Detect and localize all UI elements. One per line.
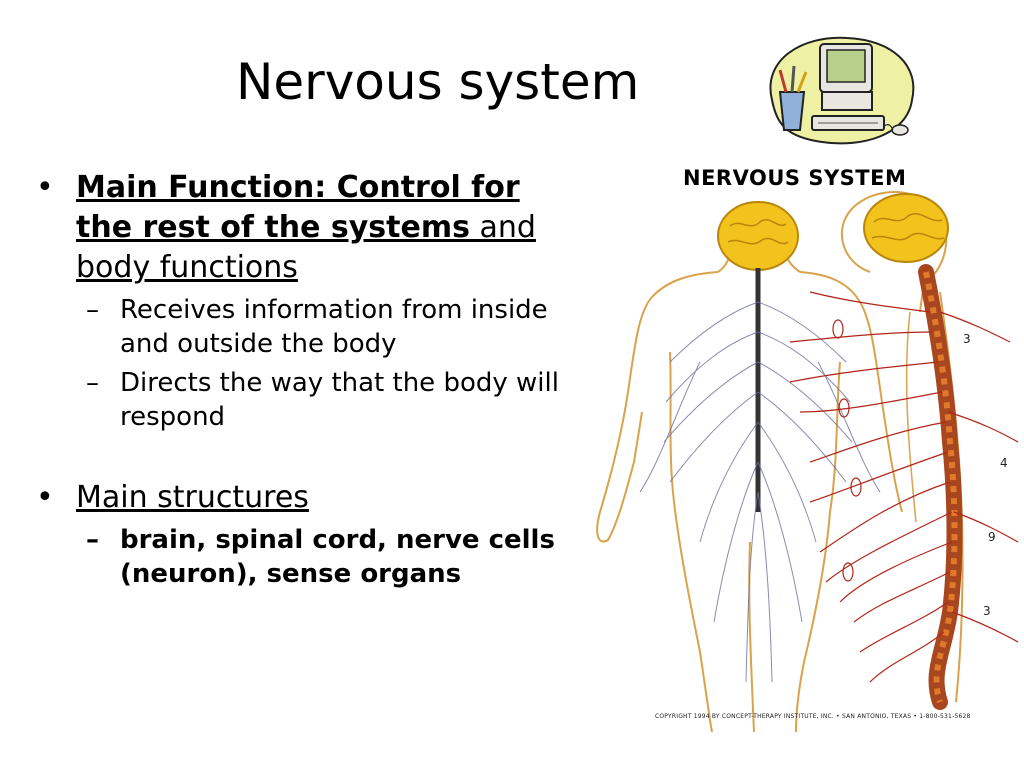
main-function-bold: Main Function: Control for the rest of t…: [76, 170, 520, 245]
spine-label: 9: [988, 530, 996, 544]
slide-title: Nervous system: [236, 53, 640, 111]
spine-label: 4: [1000, 456, 1008, 470]
spine-label: 3: [963, 332, 971, 346]
sub-bullet-structures: – brain, spinal cord, nerve cells (neuro…: [36, 523, 576, 591]
computer-clipart-icon: [769, 36, 915, 145]
figure-copyright: COPYRIGHT 1994 BY CONCEPT-THERAPY INSTIT…: [655, 713, 971, 720]
sub-bullet-text: brain, spinal cord, nerve cells (neuron)…: [120, 525, 555, 589]
main-structures-text: Main structures: [76, 480, 309, 515]
bullet-icon: •: [36, 480, 54, 515]
bullet-list: • Main Function: Control for the rest of…: [36, 168, 576, 591]
sub-bullet-text: Receives information from inside and out…: [120, 295, 548, 359]
dash-icon: –: [86, 525, 99, 555]
sub-bullet-text: Directs the way that the body will respo…: [120, 368, 559, 432]
dash-icon: –: [86, 368, 99, 398]
main-function-rest: and body functions: [76, 210, 536, 285]
spine-label: 3: [983, 604, 991, 618]
dash-icon: –: [86, 295, 99, 325]
bullet-icon: •: [36, 170, 54, 205]
nervous-system-illustration: [596, 191, 1019, 732]
bullet-main-function: • Main Function: Control for the rest of…: [36, 168, 576, 288]
sub-bullet-directs: – Directs the way that the body will res…: [36, 366, 576, 434]
figure-heading: NERVOUS SYSTEM: [683, 166, 907, 190]
sub-bullet-receives: – Receives information from inside and o…: [36, 293, 576, 361]
bullet-main-structures: • Main structures: [36, 478, 576, 518]
